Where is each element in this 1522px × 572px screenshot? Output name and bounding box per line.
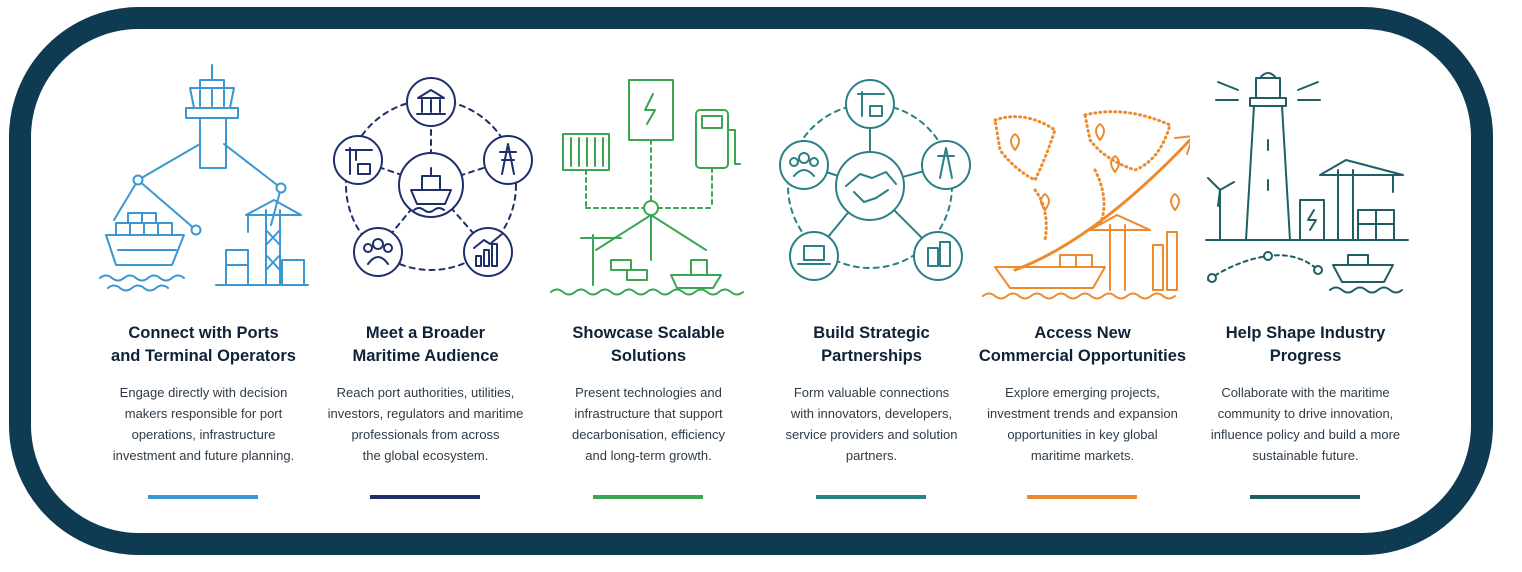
world-map-growth-icon [982,110,1190,300]
rounded-frame [9,7,1493,555]
lighthouse-port-icon [1205,72,1409,294]
accent-bar [1027,495,1137,499]
card-description: Explore emerging projects,investment tre… [987,385,1178,463]
accent-bar [370,495,480,499]
handshake-network-icon [779,79,971,281]
card-description: Reach port authorities, utilities,invest… [327,385,524,463]
accent-bar [1250,495,1360,499]
network-ship-hub-icon [333,77,533,277]
energy-infrastructure-icon [550,79,744,296]
accent-bar [593,495,703,499]
control-tower-ship-crane-icon [99,64,309,292]
accent-bar [816,495,926,499]
accent-bar [148,495,258,499]
